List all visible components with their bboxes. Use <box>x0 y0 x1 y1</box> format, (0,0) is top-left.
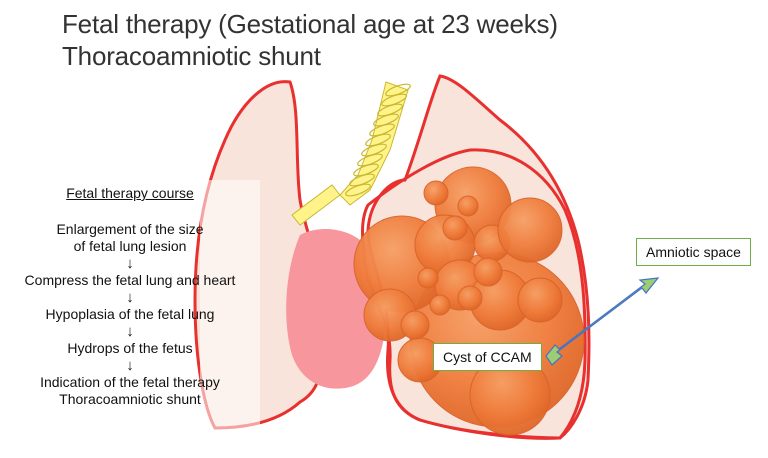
trachea-ring <box>369 123 395 137</box>
amniotic-space-label: Amniotic space <box>636 238 751 266</box>
course-heading: Fetal therapy course <box>66 185 194 201</box>
cyst <box>400 310 430 340</box>
down-arrow-icon: ↓ <box>126 289 134 306</box>
course-panel <box>200 180 260 435</box>
cyst <box>497 197 563 263</box>
trachea-ring <box>381 93 407 107</box>
therapy-course: Fetal therapy course Enlargement of the … <box>0 185 260 408</box>
cyst-of-ccam-label: Cyst of CCAM <box>433 343 542 371</box>
cyst <box>417 267 439 289</box>
course-step-3: Compress the fetal lung and heart <box>24 272 236 288</box>
title-line-1: Fetal therapy (Gestational age at 23 wee… <box>62 9 558 39</box>
cyst <box>517 277 563 323</box>
cyst <box>473 257 503 287</box>
down-arrow-icon: ↓ <box>126 357 134 374</box>
trachea-ring <box>365 133 391 147</box>
cyst <box>423 180 449 206</box>
course-step-5: Hydrops of the fetus <box>67 340 193 356</box>
course-step-1: Enlargement of the size <box>56 221 204 237</box>
cyst <box>457 195 479 217</box>
trachea-ring <box>377 103 403 117</box>
course-step-6: Indication of the fetal therapy <box>40 374 220 390</box>
cyst <box>457 285 483 311</box>
title-line-2: Thoracoamniotic shunt <box>62 41 321 71</box>
trachea-ring <box>353 163 379 177</box>
trachea-ring <box>345 183 371 197</box>
double-arrow <box>545 277 660 366</box>
down-arrow-icon: ↓ <box>126 323 134 340</box>
down-arrow-icon: ↓ <box>126 255 134 272</box>
trachea-ring <box>385 83 411 97</box>
page-title: Fetal therapy (Gestational age at 23 wee… <box>62 8 558 72</box>
trachea <box>291 81 411 226</box>
ccam-cysts <box>353 166 585 436</box>
cyst <box>429 294 451 316</box>
course-step-4: Hypoplasia of the fetal lung <box>45 306 215 322</box>
trachea-ring <box>357 153 383 167</box>
cyst <box>442 215 468 241</box>
trachea-ring <box>349 173 375 187</box>
trachea-ring <box>373 113 399 127</box>
trachea-ring <box>361 143 387 157</box>
course-step-7: Thoracoamniotic shunt <box>59 391 201 407</box>
course-step-2: of fetal lung lesion <box>73 238 187 254</box>
